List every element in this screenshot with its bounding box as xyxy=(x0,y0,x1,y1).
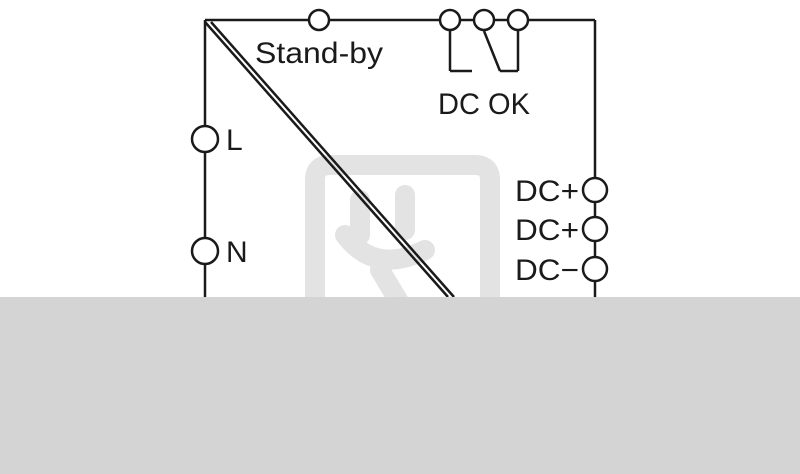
label-L: L xyxy=(226,124,243,157)
label-dc-minus: DC− xyxy=(515,254,579,287)
terminal-dcok-2 xyxy=(472,8,496,32)
terminal-dcok-1 xyxy=(438,8,462,32)
label-N: N xyxy=(226,236,248,269)
label-standby: Stand-by xyxy=(255,37,383,70)
terminal-standby xyxy=(307,8,331,32)
lower-gray-panel xyxy=(0,297,800,474)
terminal-dc-minus xyxy=(581,255,609,283)
terminal-L xyxy=(190,124,220,154)
terminals xyxy=(190,8,609,283)
terminal-dc-plus-2 xyxy=(581,215,609,243)
terminal-dcok-3 xyxy=(506,8,530,32)
diagonal-line-2 xyxy=(210,21,455,298)
relay-switch xyxy=(482,30,502,72)
label-dcok: DC OK xyxy=(438,88,530,121)
label-dc-plus-2: DC+ xyxy=(515,214,579,247)
diagonal-line-1 xyxy=(204,21,449,298)
label-dc-plus-1: DC+ xyxy=(515,175,579,208)
terminal-N xyxy=(190,236,220,266)
terminal-dc-plus-1 xyxy=(581,176,609,204)
diagram-lines xyxy=(203,18,597,298)
